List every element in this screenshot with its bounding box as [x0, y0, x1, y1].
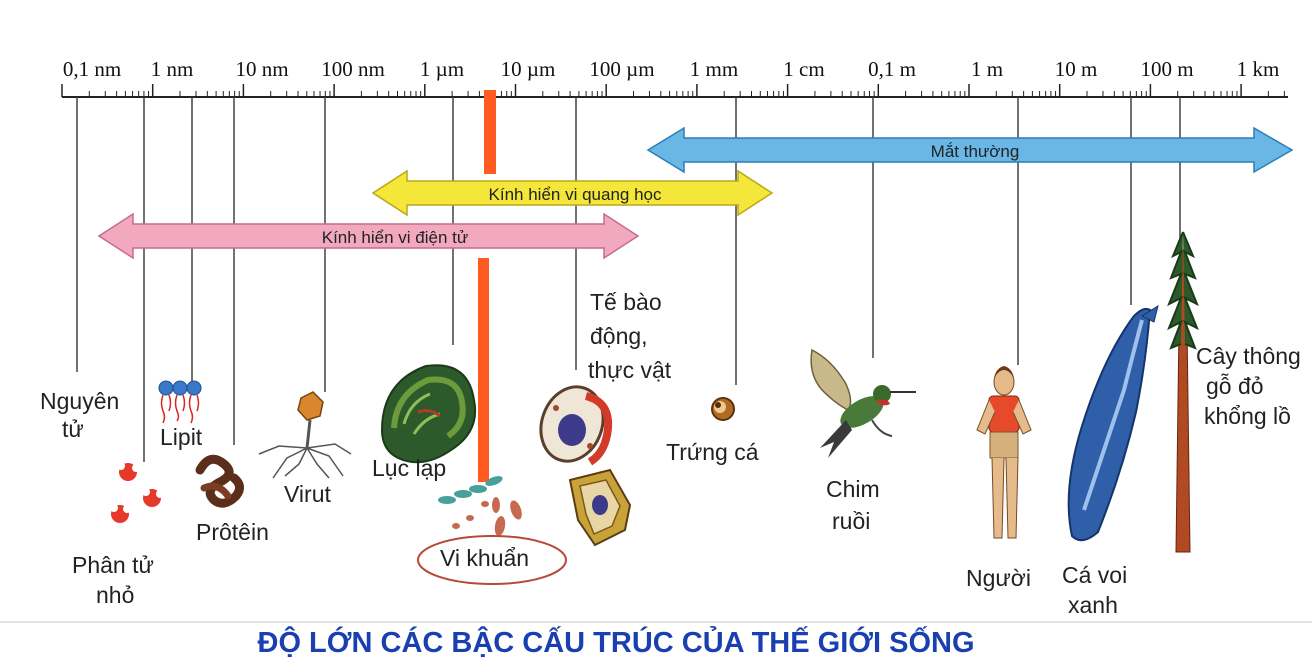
electron-microscope-label: Kính hiển vi điện tử [322, 228, 469, 247]
scale-label: 100 µm [589, 57, 654, 81]
scale-label: 10 nm [235, 57, 288, 81]
human-icon [976, 366, 1032, 539]
scale-labels: 0,1 nm 1 nm 10 nm 100 nm 1 µm 10 µm 100 µm 1 mm… [63, 57, 1279, 81]
scale-label: 100 m [1140, 57, 1193, 81]
protein-icon [195, 454, 244, 508]
small-molecule-label: Phân tử nhỏ [72, 552, 160, 608]
hummingbird-icon [810, 348, 916, 458]
scale-label: 1 km [1237, 57, 1280, 81]
naked-eye-label: Mắt thường [931, 142, 1020, 161]
scale-label: 1 µm [420, 57, 464, 81]
ruler-minor-ticks [61, 84, 1285, 97]
plant-cell-icon [568, 468, 632, 547]
blue-whale-icon [1067, 304, 1159, 542]
sequoia-tree-icon [1167, 231, 1199, 553]
bacteria-icon [438, 476, 522, 536]
cell-label: Tế bào động, thực vật [588, 289, 672, 383]
small-molecule-icon [110, 462, 164, 523]
animal-cell-icon [539, 385, 613, 466]
bacteria-highlight-ring [417, 535, 567, 585]
virus-label: Virut [284, 481, 331, 507]
scale-label: 10 m [1055, 57, 1098, 81]
scale-label: 1 cm [783, 57, 824, 81]
ruler: 0,1 nm 1 nm 10 nm 100 nm 1 µm 10 µm 100 µm 1 mm… [61, 57, 1288, 98]
chloroplast-label: Lục lạp [372, 455, 446, 481]
lipid-label: Lipit [160, 424, 203, 450]
fish-egg-label: Trứng cá [666, 439, 759, 465]
chloroplast-icon [380, 364, 476, 464]
bacteria-label: Vi khuẩn [440, 545, 529, 571]
scale-label: 100 nm [321, 57, 385, 81]
electron-microscope-arrow: Kính hiển vi điện tử [97, 212, 640, 260]
scale-label: 1 m [971, 57, 1003, 81]
scale-label: 10 µm [501, 57, 556, 81]
light-microscope-arrow: Kính hiển vi quang học [371, 169, 774, 217]
blue-whale-label: Cá voi xanh [1062, 562, 1134, 618]
atom-label: Nguyên tử [40, 388, 126, 442]
scale-label: 1 mm [690, 57, 738, 81]
scale-label: 0,1 nm [63, 57, 121, 81]
light-microscope-label: Kính hiển vi quang học [489, 185, 662, 204]
naked-eye-arrow: Mắt thường [646, 126, 1294, 174]
marker-bar-top [484, 90, 496, 174]
page-title: ĐỘ LỚN CÁC BẬC CẤU TRÚC CỦA THẾ GIỚI SỐN… [258, 625, 975, 659]
object-labels: Nguyên tử Phân tử nhỏ Lipit Prôtêin Viru… [40, 289, 1307, 618]
sequoia-label: Cây thông gỗ đỏ khổng lồ [1196, 343, 1307, 429]
fish-egg-icon [711, 397, 735, 421]
human-label: Người [966, 565, 1031, 591]
virus-icon [258, 391, 352, 479]
scale-label: 1 nm [151, 57, 194, 81]
scale-label: 0,1 m [868, 57, 916, 81]
protein-label: Prôtêin [196, 519, 269, 545]
hummingbird-label: Chim ruồi [826, 476, 886, 534]
marker-bar-bottom [478, 258, 489, 482]
lipid-icon [158, 380, 202, 424]
